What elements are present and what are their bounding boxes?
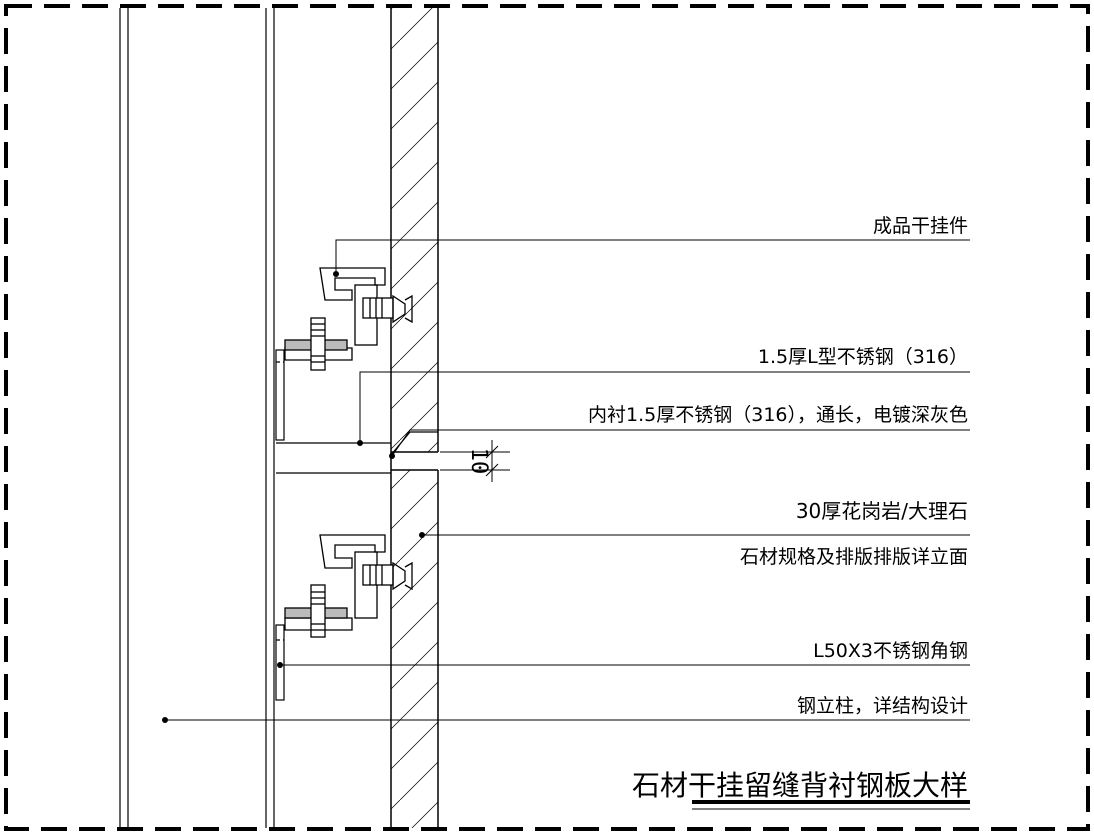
joint-dimension [440, 440, 510, 482]
label-granite: 30厚花岗岩/大理石 [796, 499, 968, 523]
angle-steel [275, 349, 285, 701]
label-l-stainless: 1.5厚L型不锈钢（316） [758, 346, 968, 368]
backing-steel-plate [276, 431, 438, 474]
label-angle-steel: L50X3不锈钢角钢 [813, 640, 968, 662]
label-stone-spec: 石材规格及排版排版详立面 [740, 546, 968, 568]
stone-panel-upper [391, 8, 438, 452]
drawing-title: 石材干挂留缝背衬钢板大样 [632, 769, 968, 802]
dry-hanger-upper [284, 267, 413, 371]
stone-edges [390, 8, 439, 828]
leader-lines [165, 239, 970, 721]
joint-dimension-text: 10 [466, 448, 491, 475]
dry-hanger-lower [284, 534, 413, 638]
drawing-frame [4, 4, 1090, 831]
label-inner-lining: 内衬1.5厚不锈钢（316），通长，电镀深灰色 [588, 404, 968, 426]
stone-panel-lower [391, 470, 438, 828]
label-dry-hanger: 成品干挂件 [873, 215, 968, 237]
label-steel-column: 钢立柱，详结构设计 [797, 695, 968, 717]
leader-dots [162, 271, 425, 723]
steel-column [119, 8, 275, 828]
